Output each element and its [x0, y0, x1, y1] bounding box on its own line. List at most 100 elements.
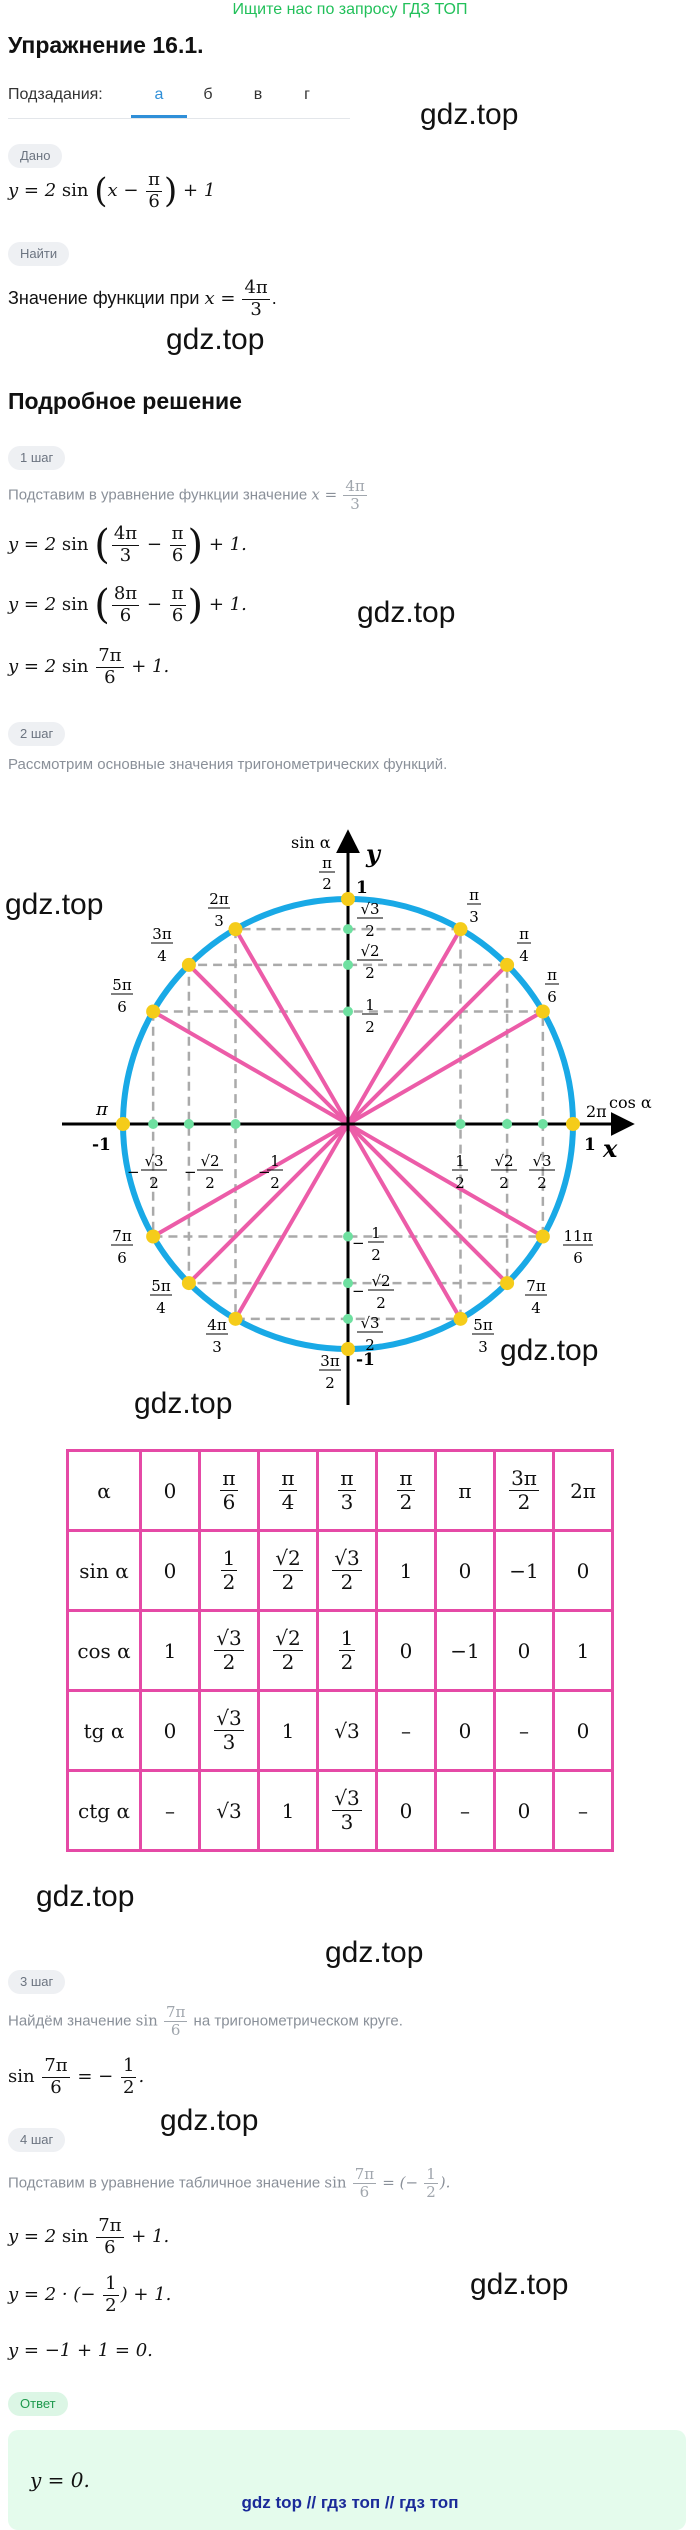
table-cell: – [493, 1689, 555, 1772]
svg-text:4: 4 [519, 947, 529, 965]
projection-point [343, 1006, 353, 1017]
unit-circle-diagram: y x sin α cos α π -1 1 2π 1 -1 π2 2π3 π3… [62, 829, 652, 1405]
spoke-line [152, 1009, 350, 1126]
one-x: 1 [584, 1135, 596, 1155]
tab-a[interactable]: а [154, 86, 164, 103]
svg-text:√3: √3 [144, 1152, 163, 1170]
footer-links[interactable]: gdz top // гдз топ // гдз топ [241, 2493, 459, 2512]
svg-text:2: 2 [376, 1294, 386, 1312]
find-chip: Найти [8, 242, 70, 266]
table-row-header: cos α [66, 1609, 142, 1692]
angle-spokes [152, 928, 544, 1320]
spoke-line [233, 928, 350, 1126]
table-cell: 0 [375, 1609, 437, 1692]
table-cell: 0 [552, 1689, 614, 1772]
table-cell: √3 [316, 1689, 378, 1772]
angle-point [453, 922, 468, 937]
svg-text:2: 2 [365, 1336, 375, 1354]
step2-chip: 2 шаг [8, 722, 66, 746]
svg-text:π: π [322, 854, 332, 872]
table-row-header: ctg α [66, 1769, 142, 1852]
svg-text:2: 2 [205, 1174, 215, 1192]
svg-text:1: 1 [455, 1152, 465, 1170]
tab-b[interactable]: б [203, 86, 213, 103]
svg-text:2π: 2π [209, 890, 229, 908]
spoke-line [346, 1009, 544, 1126]
svg-text:π: π [547, 966, 557, 984]
tab-v[interactable]: в [253, 86, 263, 103]
spoke-line [346, 1122, 509, 1285]
table-cell: 0 [493, 1769, 555, 1852]
svg-text:3: 3 [212, 1338, 222, 1356]
tabs-divider [8, 118, 350, 119]
svg-text:1: 1 [365, 996, 375, 1014]
svg-text:4π: 4π [207, 1316, 227, 1334]
dash-rect [234, 927, 462, 1321]
step4-line3: y = −1 + 1 = 0. [8, 2340, 153, 2361]
answer-value: y = 0. [30, 2468, 90, 2492]
table-cell: −1 [493, 1529, 555, 1612]
table-cell: – [139, 1769, 201, 1852]
table-cell: 0 [552, 1529, 614, 1612]
projection-point [343, 924, 353, 935]
svg-text:√3: √3 [360, 900, 379, 918]
y-axis-label: y [365, 839, 382, 868]
table-cell: √3 [198, 1769, 260, 1852]
svg-text:5π: 5π [112, 976, 132, 994]
svg-text:5π: 5π [151, 1277, 171, 1295]
step1-text: Подставим в уравнение функции значение x… [8, 477, 367, 514]
svg-text:7π: 7π [526, 1277, 546, 1295]
svg-text:2: 2 [322, 875, 332, 893]
angle-point [116, 1117, 130, 1131]
spoke-line [187, 1122, 350, 1285]
svg-text:1: 1 [270, 1152, 280, 1170]
angle-point [566, 1117, 580, 1131]
projection-point [502, 1119, 513, 1129]
answer-chip: Ответ [8, 2392, 68, 2416]
spoke-line [233, 1122, 350, 1320]
search-banner[interactable]: Ищите нас по запросу ГДЗ ТОП [232, 1, 468, 18]
watermark: gdz.top [166, 323, 265, 356]
spoke-line [187, 963, 350, 1126]
table-row-header: α [66, 1449, 142, 1532]
table-cell: 0 [139, 1449, 201, 1532]
table-cell: 2π [552, 1449, 614, 1532]
svg-text:π: π [469, 886, 479, 904]
svg-text:√3: √3 [532, 1152, 551, 1170]
svg-text:7π: 7π [112, 1227, 132, 1245]
watermark: gdz.top [36, 1880, 135, 1913]
table-cell: – [552, 1769, 614, 1852]
projection-point [343, 959, 353, 970]
step3-chip: 3 шаг [8, 1970, 66, 1994]
svg-text:2: 2 [365, 964, 375, 982]
angle-point [341, 892, 355, 906]
svg-text:−: − [184, 1163, 197, 1181]
table-cell: 1 [552, 1609, 614, 1692]
svg-text:−: − [352, 1282, 365, 1300]
angle-point [181, 957, 196, 972]
angle-point [500, 1276, 515, 1291]
svg-text:2: 2 [499, 1174, 509, 1192]
tab-g[interactable]: г [304, 86, 310, 103]
svg-text:5π: 5π [473, 1316, 493, 1334]
svg-text:√2: √2 [360, 942, 379, 960]
watermark: gdz.top [500, 1334, 599, 1367]
svg-text:3π: 3π [320, 1352, 340, 1370]
svg-text:−: − [127, 1163, 140, 1181]
angle-point [181, 1276, 196, 1291]
angle-points [116, 892, 580, 1356]
svg-text:2: 2 [325, 1374, 335, 1392]
angle-point [535, 1004, 550, 1019]
projection-points [148, 924, 548, 1324]
svg-text:4: 4 [156, 1299, 166, 1317]
